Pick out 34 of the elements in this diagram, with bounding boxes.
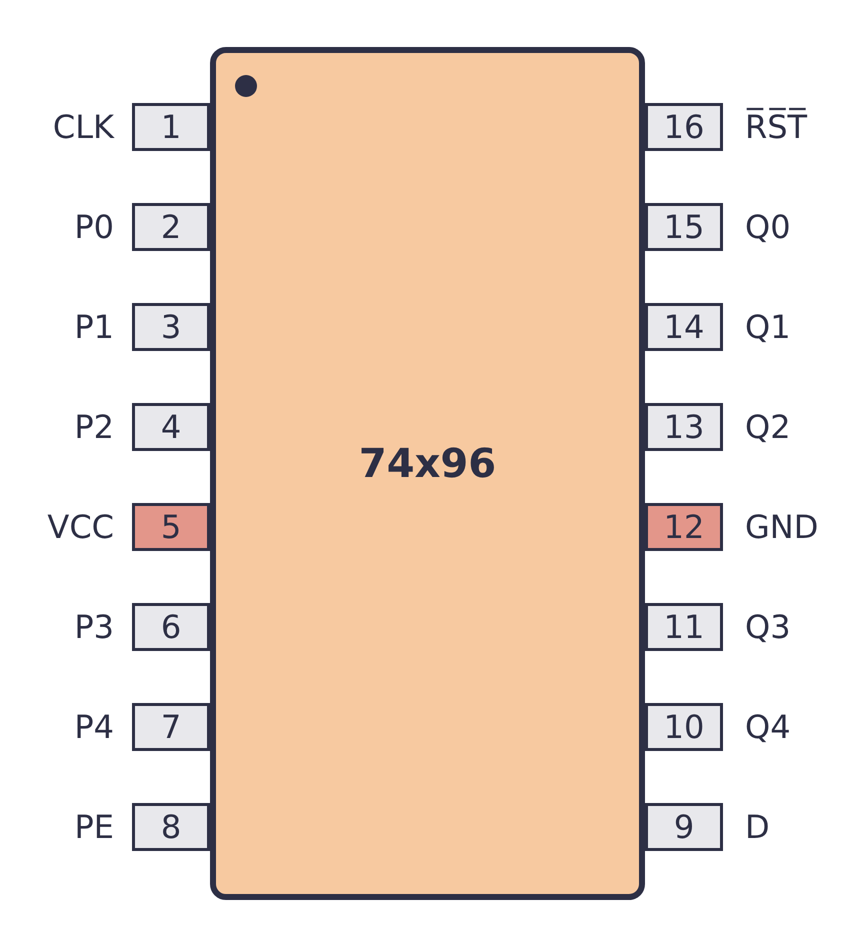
pin-box: 3 [132, 303, 210, 351]
pin-name: P4 [74, 707, 114, 748]
pin-name: Q3 [745, 607, 791, 648]
pin-name: Q2 [745, 407, 791, 448]
pin-name: P1 [74, 307, 114, 348]
pin-name: P0 [74, 207, 114, 248]
pin-box: 15 [645, 203, 723, 251]
pin-box: 4 [132, 403, 210, 451]
pin-name: P3 [74, 607, 114, 648]
pin-box: 1 [132, 103, 210, 151]
pin-name: PE [74, 807, 114, 848]
pin-box: 13 [645, 403, 723, 451]
pin-box: 6 [132, 603, 210, 651]
pin-box: 7 [132, 703, 210, 751]
pin-name: CLK [52, 107, 114, 148]
pin-box: 9 [645, 803, 723, 851]
pin-box: 10 [645, 703, 723, 751]
pin-name: Q1 [745, 307, 791, 348]
pin-box: 14 [645, 303, 723, 351]
pin-name: VCC [47, 507, 114, 548]
pin-name: GND [745, 507, 818, 548]
pin-name: Q0 [745, 207, 791, 248]
pin-name: R̅S̅T̅ [745, 106, 808, 148]
pin-box: 11 [645, 603, 723, 651]
chip-body [210, 47, 645, 900]
pin-name: D [745, 807, 770, 848]
pin-box: 12 [645, 503, 723, 551]
pin-name: P2 [74, 407, 114, 448]
pin-name: Q4 [745, 707, 791, 748]
pin-box: 16 [645, 103, 723, 151]
pin-box: 2 [132, 203, 210, 251]
pin-box: 8 [132, 803, 210, 851]
chip-label: 74x96 [358, 441, 498, 487]
pin-box: 5 [132, 503, 210, 551]
